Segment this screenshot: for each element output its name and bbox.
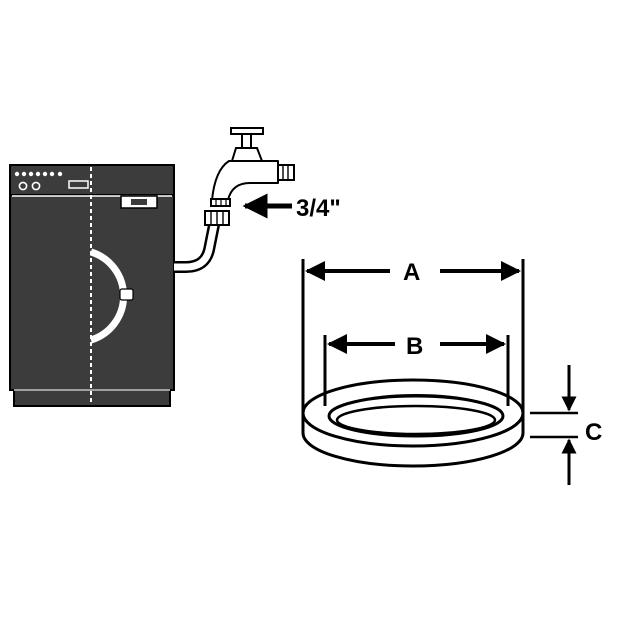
gasket-ring-icon xyxy=(301,378,525,468)
dimension-a-label: A xyxy=(403,259,420,286)
hose-nut-icon xyxy=(204,210,230,226)
thread-size-label: 3/4" xyxy=(296,195,341,222)
dimension-c-label: C xyxy=(585,419,602,446)
washing-machine-icon xyxy=(9,164,175,407)
dimension-a xyxy=(301,259,525,413)
detergent-drawer xyxy=(68,180,89,189)
water-faucet-icon xyxy=(210,127,295,207)
dimension-c xyxy=(530,365,578,485)
control-buttons xyxy=(14,171,63,177)
hose-icon xyxy=(174,223,220,273)
control-knobs xyxy=(18,181,41,191)
dimension-b xyxy=(323,334,510,406)
dimension-b-label: B xyxy=(406,333,423,360)
